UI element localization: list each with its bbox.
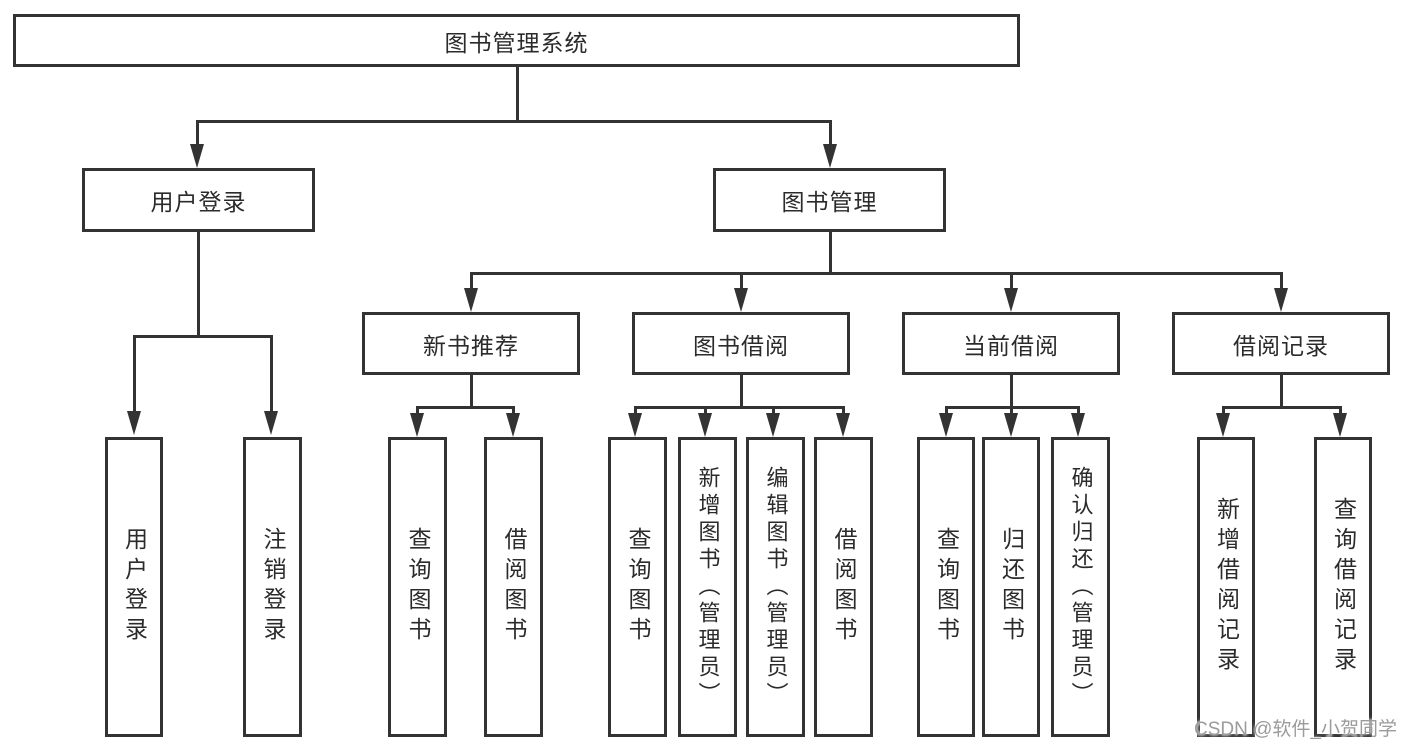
connector-userlogin-crossbar bbox=[133, 335, 273, 338]
arrowhead-to-current-borrow bbox=[1004, 288, 1018, 312]
connector-borrowrecord-drop2 bbox=[1339, 406, 1342, 416]
leaf-br-query-record-label: 查询借阅记录 bbox=[1330, 497, 1357, 677]
connector-currentborrow-drop1 bbox=[945, 406, 948, 416]
leaf-logout-label: 注销登录 bbox=[260, 527, 286, 647]
connector-userlogin-drop1 bbox=[133, 335, 136, 413]
connector-newbookrec-drop2 bbox=[512, 406, 515, 416]
node-new-book-rec-label: 新书推荐 bbox=[423, 332, 519, 359]
connector-userlogin-stem bbox=[197, 232, 200, 337]
leaf-user-login: 用户登录 bbox=[105, 437, 163, 737]
node-current-borrow: 当前借阅 bbox=[902, 312, 1120, 375]
arrowhead-to-borrow-record bbox=[1274, 288, 1288, 312]
connector-bookborrow-drop3 bbox=[772, 406, 775, 416]
connector-bookmgmt-stem bbox=[829, 232, 832, 275]
arrowhead-to-leaf-bb-add bbox=[698, 413, 712, 437]
arrowhead-to-leaf-logout bbox=[264, 411, 278, 435]
node-book-borrow-label: 图书借阅 bbox=[693, 332, 789, 359]
connector-bookborrow-crossbar bbox=[634, 406, 845, 409]
leaf-nb-borrow-books: 借阅图书 bbox=[484, 437, 543, 737]
csdn-watermark: CSDN @软件_小贺同学 bbox=[1194, 719, 1397, 740]
leaf-bb-add-books-admin: 新增图书（管理员） bbox=[678, 437, 737, 737]
connector-root-left-drop bbox=[196, 120, 199, 148]
leaf-bb-query-books-label: 查询图书 bbox=[625, 527, 651, 647]
node-book-mgmt: 图书管理 bbox=[713, 168, 946, 232]
connector-bookmgmt-crossbar bbox=[470, 272, 1283, 275]
arrowhead-to-leaf-bb-borrow bbox=[836, 413, 850, 437]
connector-bookborrow-drop4 bbox=[842, 406, 845, 416]
node-current-borrow-label: 当前借阅 bbox=[963, 332, 1059, 359]
connector-newbookrec-crossbar bbox=[416, 406, 515, 409]
node-user-login: 用户登录 bbox=[82, 168, 315, 232]
connector-bookborrow-drop2 bbox=[704, 406, 707, 416]
leaf-nb-query-books-label: 查询图书 bbox=[405, 527, 431, 647]
leaf-bb-borrow-books-label: 借阅图书 bbox=[831, 527, 857, 647]
connector-root-stem bbox=[516, 67, 519, 121]
leaf-nb-borrow-books-label: 借阅图书 bbox=[501, 527, 527, 647]
leaf-nb-query-books: 查询图书 bbox=[388, 437, 447, 737]
connector-bookmgmt-drop1 bbox=[470, 272, 473, 292]
connector-bookmgmt-drop4 bbox=[1280, 272, 1283, 292]
arrowhead-to-leaf-nb-borrow bbox=[506, 413, 520, 437]
leaf-br-query-record: 查询借阅记录 bbox=[1314, 437, 1372, 737]
node-library-system-label: 图书管理系统 bbox=[444, 29, 589, 56]
connector-borrowrecord-stem bbox=[1280, 375, 1283, 409]
node-new-book-rec: 新书推荐 bbox=[362, 312, 580, 375]
connector-newbookrec-stem bbox=[470, 375, 473, 409]
arrowhead-to-leaf-br-add bbox=[1216, 413, 1230, 437]
leaf-bb-query-books: 查询图书 bbox=[608, 437, 667, 737]
arrowhead-to-user-login bbox=[190, 144, 204, 168]
connector-currentborrow-drop2 bbox=[1010, 406, 1013, 416]
node-borrow-record: 借阅记录 bbox=[1172, 312, 1390, 375]
leaf-cb-confirm-return-admin: 确认归还（管理员） bbox=[1051, 437, 1110, 737]
connector-currentborrow-drop3 bbox=[1077, 406, 1080, 416]
arrowhead-to-new-book-rec bbox=[464, 288, 478, 312]
node-user-login-label: 用户登录 bbox=[150, 189, 247, 215]
arrowhead-to-leaf-cb-query bbox=[939, 413, 953, 437]
arrowhead-to-book-mgmt bbox=[823, 144, 837, 168]
arrowhead-to-leaf-bb-edit bbox=[766, 413, 780, 437]
node-borrow-record-label: 借阅记录 bbox=[1233, 332, 1329, 359]
connector-bookmgmt-drop3 bbox=[1010, 272, 1013, 292]
arrowhead-to-leaf-cb-return bbox=[1004, 413, 1018, 437]
arrowhead-to-book-borrow bbox=[734, 288, 748, 312]
connector-bookborrow-drop1 bbox=[634, 406, 637, 416]
connector-bookborrow-stem bbox=[740, 375, 743, 409]
leaf-cb-query-books-label: 查询图书 bbox=[933, 527, 960, 647]
leaf-logout: 注销登录 bbox=[243, 437, 302, 737]
leaf-bb-add-books-admin-label: 新增图书（管理员） bbox=[695, 465, 721, 709]
leaf-bb-edit-books-admin: 编辑图书（管理员） bbox=[746, 437, 805, 737]
arrowhead-to-leaf-user-login bbox=[127, 411, 141, 435]
arrowhead-to-leaf-cb-confirm bbox=[1071, 413, 1085, 437]
leaf-bb-borrow-books: 借阅图书 bbox=[814, 437, 873, 737]
leaf-cb-confirm-return-admin-label: 确认归还（管理员） bbox=[1068, 465, 1094, 709]
connector-borrowrecord-crossbar bbox=[1222, 406, 1342, 409]
leaf-bb-edit-books-admin-label: 编辑图书（管理员） bbox=[763, 465, 789, 709]
connector-borrowrecord-drop1 bbox=[1222, 406, 1225, 416]
node-book-borrow: 图书借阅 bbox=[632, 312, 850, 375]
connector-currentborrow-stem bbox=[1010, 375, 1013, 409]
leaf-user-login-label: 用户登录 bbox=[121, 527, 148, 647]
node-book-mgmt-label: 图书管理 bbox=[781, 189, 878, 215]
leaf-cb-query-books: 查询图书 bbox=[917, 437, 975, 737]
arrowhead-to-leaf-bb-query bbox=[628, 413, 642, 437]
connector-root-crossbar bbox=[196, 120, 832, 123]
arrowhead-to-leaf-nb-query bbox=[410, 413, 424, 437]
connector-newbookrec-drop1 bbox=[416, 406, 419, 416]
leaf-cb-return-books: 归还图书 bbox=[982, 437, 1040, 737]
leaf-br-add-record: 新增借阅记录 bbox=[1197, 437, 1255, 737]
node-library-system: 图书管理系统 bbox=[13, 14, 1020, 67]
connector-bookmgmt-drop2 bbox=[740, 272, 743, 292]
leaf-cb-return-books-label: 归还图书 bbox=[998, 527, 1025, 647]
connector-root-right-drop bbox=[829, 120, 832, 148]
arrowhead-to-leaf-br-query bbox=[1333, 413, 1347, 437]
connector-userlogin-drop2 bbox=[270, 335, 273, 413]
leaf-br-add-record-label: 新增借阅记录 bbox=[1213, 497, 1240, 677]
